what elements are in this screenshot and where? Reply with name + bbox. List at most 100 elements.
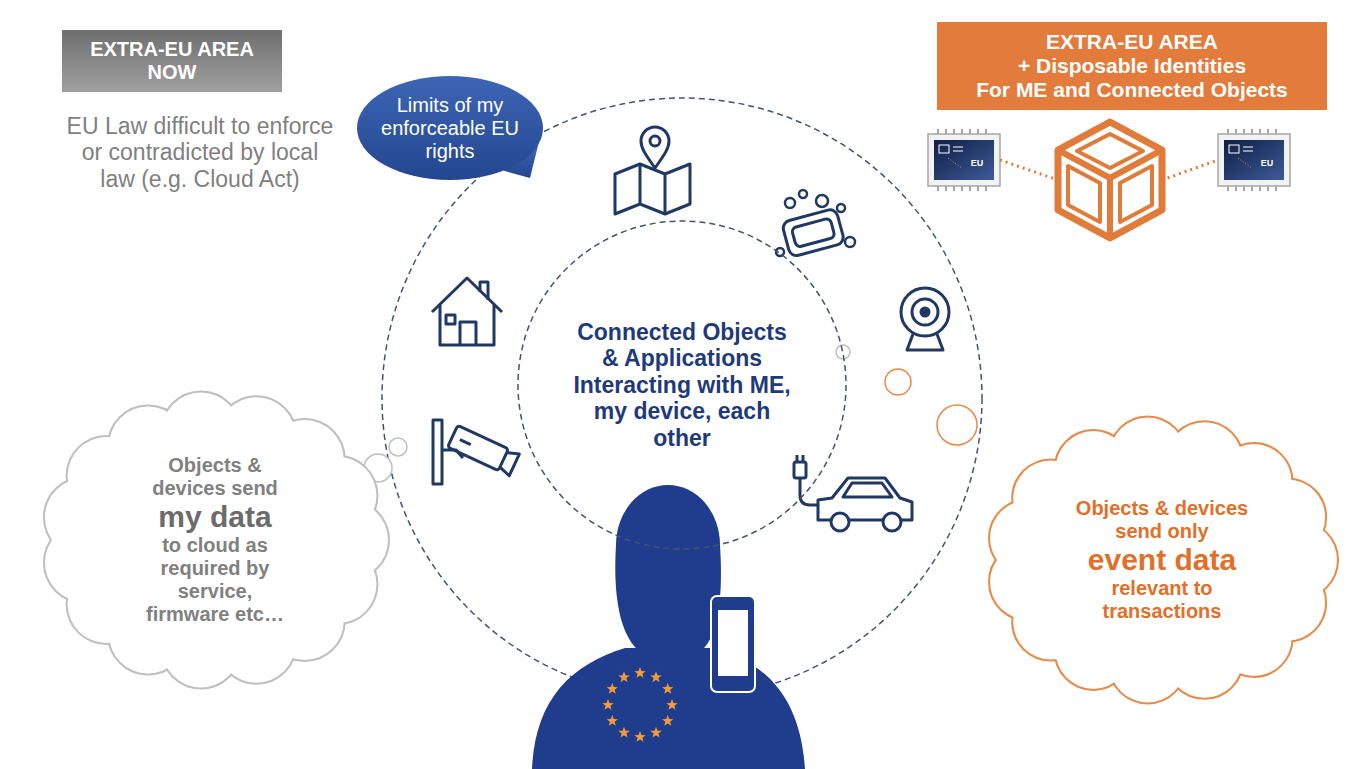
washing-icon: [816, 195, 828, 207]
identity-cube-icon: [1058, 122, 1162, 238]
thought-cloud: Objects & devices send onlyevent datarel…: [985, 415, 1339, 705]
chip-label-holder: EU: [1252, 158, 1282, 168]
house-icon: [446, 315, 455, 324]
node-text: my data: [158, 500, 271, 533]
bubble-body: [357, 76, 543, 180]
cloud-fill: [79, 429, 351, 651]
identity-cube-icon: [1068, 166, 1100, 222]
identity-cube-icon: [1120, 166, 1152, 222]
cctv-icon: [460, 440, 471, 445]
identity-cube-icon: [1077, 134, 1143, 168]
chip-label: EU: [1261, 158, 1274, 168]
washing-icon: [837, 204, 845, 212]
chip-label-holder: EU: [962, 158, 992, 168]
phone-icon: [711, 596, 755, 692]
node-text: event data: [1088, 543, 1236, 576]
webcam-icon: [921, 308, 929, 316]
chip-icon: [953, 147, 963, 151]
text-block: to cloud as required by service, firmwar…: [140, 534, 290, 626]
chip-icon: [928, 134, 1000, 186]
thought-dot: [885, 369, 911, 395]
webcam-icon: [901, 288, 949, 350]
text-block: EXTRA-EU AREA NOW: [82, 38, 262, 84]
node-text-group: EXTRA-EU AREA NOW: [82, 38, 262, 84]
chip-icon: [939, 145, 949, 153]
chip-icon: [1218, 134, 1290, 186]
map-icon: [615, 127, 690, 214]
text-block: EXTRA-EU AREA: [976, 30, 1288, 54]
map-icon: [615, 164, 690, 214]
note-text-holder: EU Law difficult to enforce or contradic…: [65, 113, 335, 192]
eu-stars: [634, 731, 645, 742]
eu-stars: [602, 667, 677, 742]
cloud-fill: [990, 418, 1337, 703]
node-text: Limits of my enforceable EU rights: [381, 94, 519, 162]
eu-stars: [662, 715, 673, 726]
text-block: Limits of my enforceable EU rights: [375, 94, 525, 163]
node-text: Objects & devices send only: [1076, 497, 1248, 542]
node-text: Connected Objects & Applications Interac…: [573, 319, 790, 451]
cloud-outline: [990, 418, 1337, 703]
house-icon: [432, 278, 502, 312]
cctv-icon: [448, 425, 520, 475]
chip-icon: [1229, 145, 1239, 153]
electric-car-icon: [794, 455, 912, 531]
person-silhouette: [532, 648, 805, 769]
webcam-icon: [901, 288, 949, 336]
map-icon: [641, 127, 669, 168]
note-text: EU Law difficult to enforce or contradic…: [67, 113, 334, 192]
cloud-fill: [45, 393, 388, 688]
text-block: my data: [140, 500, 290, 535]
washing-icon: [785, 198, 795, 208]
node-text: relevant to transactions: [1103, 577, 1222, 622]
eu-stars: [602, 699, 613, 710]
chip-icon: [1243, 147, 1253, 151]
house-icon: [460, 322, 476, 345]
house-icon: [440, 305, 494, 345]
electric-car-icon: [883, 513, 901, 531]
washing-icon: [791, 218, 835, 248]
phone-icon: [711, 596, 755, 692]
node-text-group: Limits of my enforceable EU rights: [375, 94, 525, 163]
washing-icon: [845, 237, 855, 247]
center-circle: Connected Objects & Applications Interac…: [517, 220, 847, 550]
chip-icon: [928, 129, 1000, 191]
node-text: to cloud as required by service, firmwar…: [146, 534, 284, 625]
text-block: Connected Objects & Applications Interac…: [570, 319, 795, 451]
eu-stars: [650, 727, 661, 738]
area-header-box: EXTRA-EU AREA+ Disposable IdentitiesFor …: [937, 22, 1327, 110]
washing-icon: [776, 190, 855, 257]
text-block: Objects & devices send: [140, 454, 290, 500]
node-text-group: EXTRA-EU AREA+ Disposable IdentitiesFor …: [976, 30, 1288, 102]
chip-icon: [1238, 158, 1252, 168]
washing-icon: [782, 208, 845, 257]
phone-icon: [718, 610, 748, 676]
electric-car-icon: [831, 513, 849, 531]
node-text-group: Connected Objects & Applications Interac…: [570, 319, 795, 451]
chip-icon: [948, 158, 962, 168]
cctv-icon: [433, 420, 442, 484]
eu-stars: [634, 667, 645, 678]
identity-cube-icon: [1058, 122, 1162, 238]
node-text-group: Objects & devices send onlyevent datarel…: [1067, 497, 1257, 624]
text-block: event data: [1067, 543, 1257, 578]
node-text: EXTRA-EU AREA: [1046, 30, 1218, 53]
electric-car-icon: [800, 478, 818, 505]
eu-stars: [607, 715, 618, 726]
electric-car-icon: [794, 462, 806, 478]
map-icon: [650, 136, 660, 146]
map-icon: [640, 164, 665, 214]
rights-boundary-circle: [382, 98, 982, 698]
chip-label: EU: [971, 158, 984, 168]
thought-dot: [937, 405, 977, 445]
chip-icon: [1218, 129, 1290, 191]
house-icon: [432, 278, 502, 345]
rights-boundary-circle: [382, 98, 982, 698]
speech-bubble: Limits of my enforceable EU rights: [357, 76, 543, 180]
thought-cloud: Objects & devices sendmy datato cloud as…: [40, 390, 390, 690]
cctv-icon: [433, 420, 519, 484]
washing-icon: [799, 190, 807, 198]
house-icon: [480, 282, 488, 300]
link-dots: [1162, 160, 1218, 180]
